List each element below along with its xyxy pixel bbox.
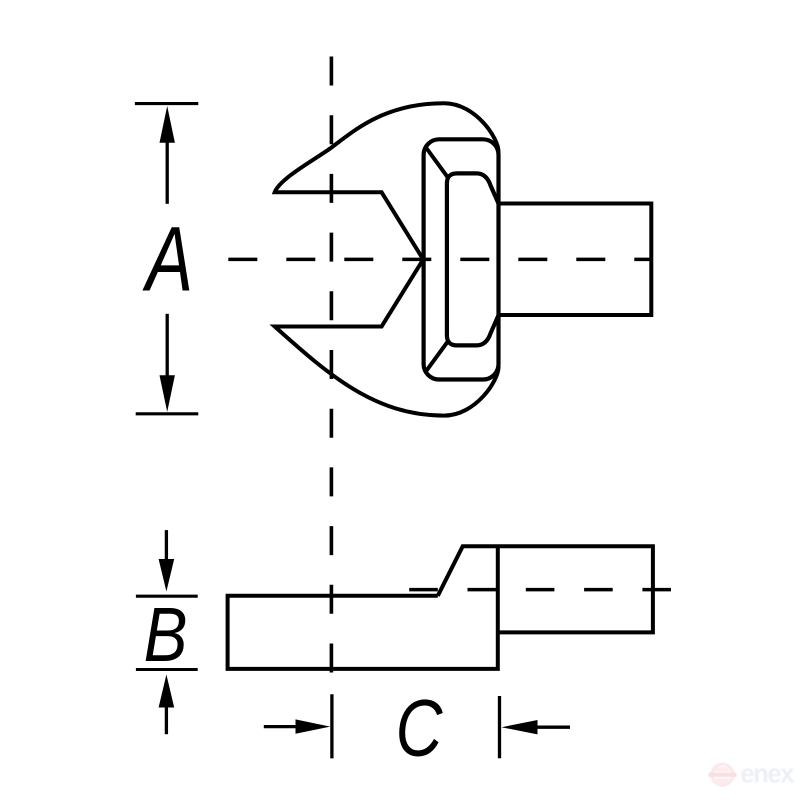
svg-text:A: A — [142, 209, 194, 311]
svg-text:C: C — [396, 683, 444, 774]
svg-text:enex: enex — [741, 760, 795, 788]
svg-text:B: B — [144, 592, 188, 678]
